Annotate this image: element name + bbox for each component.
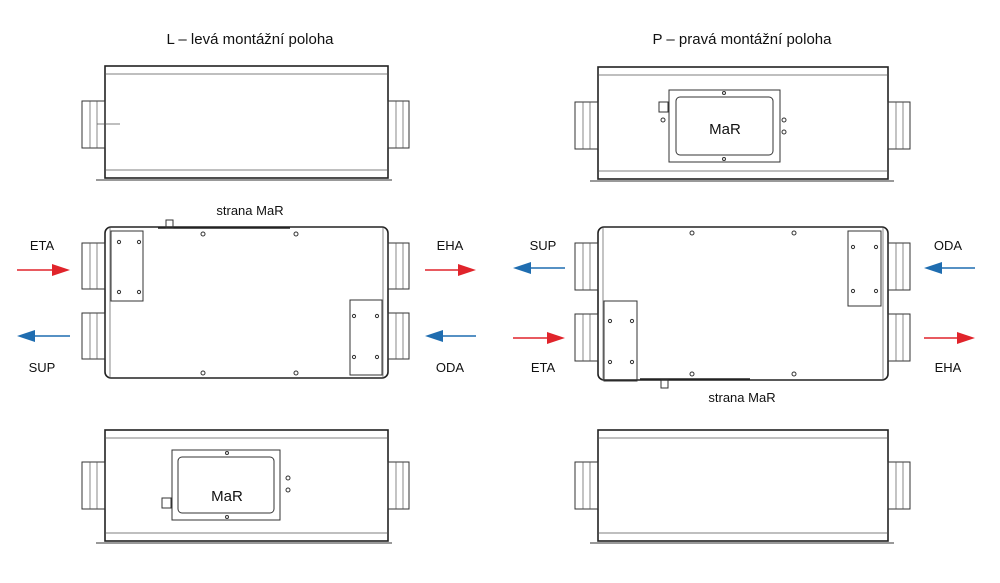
left-label-sup: SUP (29, 360, 56, 375)
left-side-view-unit (81, 219, 410, 379)
right-arrow-sup (513, 262, 565, 274)
right-label-sup: SUP (530, 238, 557, 253)
right-bottom-view-unit (574, 429, 911, 544)
left-arrow-oda (425, 330, 476, 342)
right-side-label: strana MaR (708, 390, 775, 405)
right-side-view-unit (574, 226, 911, 389)
right-title: P – pravá montážní poloha (652, 31, 832, 48)
right-label-oda: ODA (934, 238, 963, 253)
right-top-view-unit (574, 66, 911, 182)
left-top-view-unit (81, 65, 410, 181)
right-arrow-oda (924, 262, 975, 274)
left-label-oda: ODA (436, 360, 465, 375)
right-arrow-eta (513, 332, 565, 344)
right-panel-label: MaR (709, 121, 741, 138)
left-title: L – levá montážní poloha (166, 31, 334, 48)
left-label-eta: ETA (30, 238, 55, 253)
left-panel-label: MaR (211, 488, 243, 505)
left-side-label: strana MaR (216, 203, 283, 218)
right-label-eta: ETA (531, 360, 556, 375)
left-label-eha: EHA (437, 238, 464, 253)
right-label-eha: EHA (935, 360, 962, 375)
left-arrow-eta (17, 264, 70, 276)
right-arrow-eha (924, 332, 975, 344)
left-arrow-sup (17, 330, 70, 342)
left-arrow-eha (425, 264, 476, 276)
left-bottom-view-unit (81, 429, 410, 544)
